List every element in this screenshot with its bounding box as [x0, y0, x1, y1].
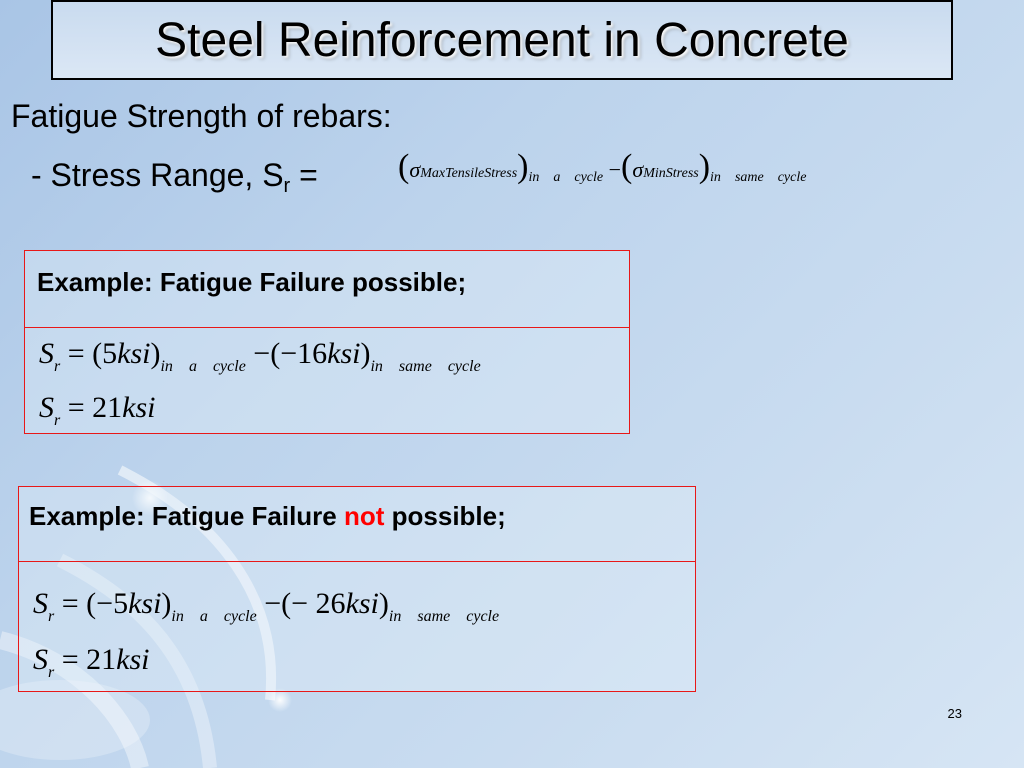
sigma-max: σ	[409, 157, 421, 182]
title-box: Steel Reinforcement in Concrete	[51, 0, 953, 80]
example2-equation-1: Sr = (−5ksi)in a cycle −(− 26ksi)in same…	[33, 587, 500, 625]
slide-title: Steel Reinforcement in Concrete	[155, 13, 849, 67]
stress-range-formula: (σMaxTensileStress)in a cycle −(σMinStre…	[398, 148, 807, 185]
example2-label: Example: Fatigue Failure not possible;	[29, 501, 506, 531]
sigma-min: σ	[632, 157, 644, 182]
stress-range-sub: r	[283, 175, 291, 197]
example1-equation-1: Sr = (5ksi)in a cycle −(−16ksi)in same c…	[39, 337, 481, 375]
not-emphasis: not	[343, 501, 385, 531]
stress-range-prefix: - Stress Range, S	[31, 157, 284, 193]
max-subscript: MaxTensileStress	[420, 166, 518, 181]
page-number: 23	[947, 706, 962, 721]
example2-header: Example: Fatigue Failure not possible;	[19, 487, 695, 562]
heading-fatigue-strength: Fatigue Strength of rebars:	[11, 98, 392, 134]
example1-header: Example: Fatigue Failure possible;	[25, 251, 629, 328]
stress-range-eq: =	[290, 157, 318, 193]
stress-range-label: - Stress Range, Sr =	[31, 157, 318, 198]
example2-equation-2: Sr = 21ksi	[33, 643, 150, 681]
example1-label: Example: Fatigue Failure possible;	[37, 267, 467, 297]
example2-box: Example: Fatigue Failure not possible; S…	[18, 486, 696, 692]
example1-equation-2: Sr = 21ksi	[39, 391, 156, 429]
min-subscript: MinStress	[643, 166, 699, 181]
example1-box: Example: Fatigue Failure possible; Sr = …	[24, 250, 630, 434]
